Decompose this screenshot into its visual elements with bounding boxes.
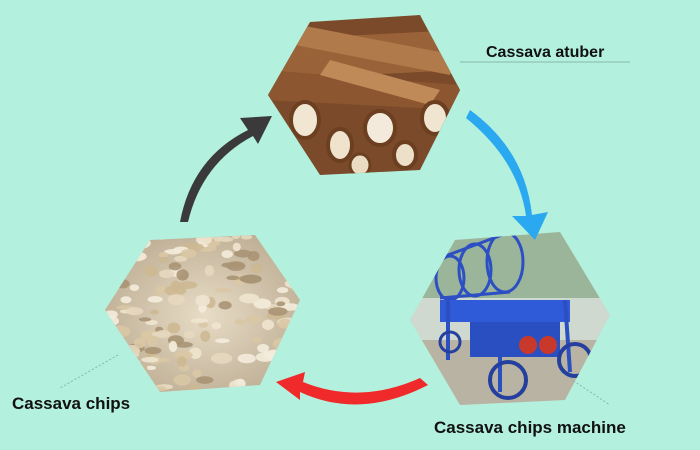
cassava-tubers-photo	[268, 15, 460, 175]
cassava-chips-photo	[105, 235, 300, 392]
leader-line-chips	[59, 354, 119, 389]
leader-line-machine	[559, 371, 611, 406]
machine-label: Cassava chips machine	[434, 418, 626, 437]
machine-node	[410, 232, 610, 405]
arrow-machine-to-chips	[276, 372, 428, 405]
chips-label: Cassava chips	[12, 394, 131, 413]
tuber-label: Cassava atuber	[486, 44, 605, 61]
arrow-chips-to-tuber	[180, 116, 272, 222]
arrow-tuber-to-machine	[466, 110, 548, 240]
tuber-node	[268, 15, 460, 175]
chips-node	[105, 235, 300, 392]
cassava-chips-machine-photo	[410, 232, 610, 405]
